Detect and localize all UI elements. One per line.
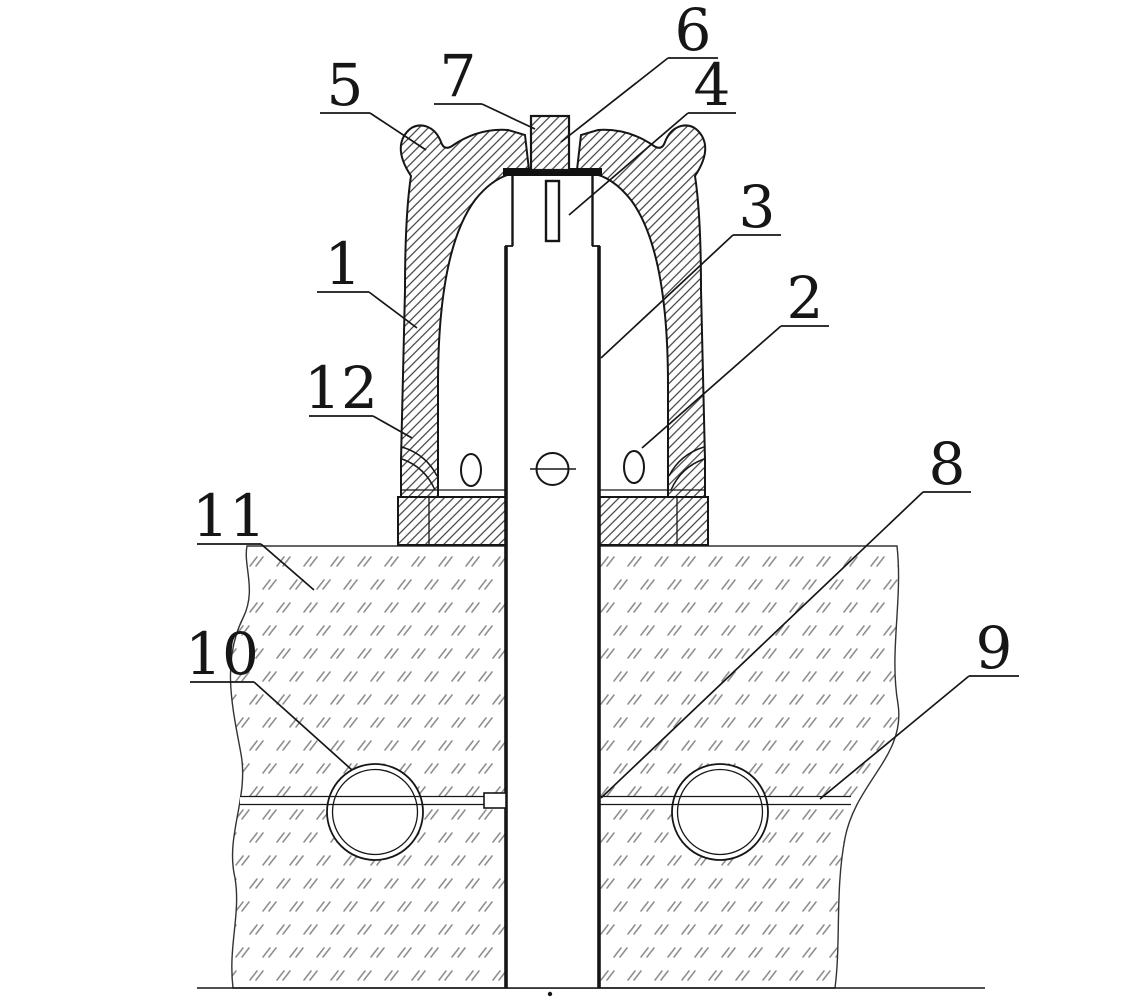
leader-line-12	[372, 415, 413, 439]
substrate-hole-left	[326, 763, 424, 861]
cap-shell-groove-right	[668, 446, 705, 491]
leader-line-8	[600, 491, 924, 799]
fastener-left	[460, 453, 482, 487]
tube-bore	[507, 176, 598, 988]
part-number-12: 12	[304, 354, 378, 422]
part-number-10: 10	[185, 620, 259, 688]
part-number-2: 2	[787, 264, 824, 332]
part-label-5: 5	[320, 51, 427, 151]
hole-right-outer-ring	[671, 763, 769, 861]
fastener-right	[623, 450, 645, 484]
leader-line-11	[260, 543, 315, 591]
leader-line-1	[368, 291, 418, 329]
part-number-1: 1	[325, 230, 362, 298]
part-number-6: 6	[675, 0, 712, 64]
part-label-3: 3	[600, 173, 781, 359]
part-number-9: 9	[976, 614, 1013, 682]
leader-line-4	[568, 112, 689, 216]
tube-top-plate	[503, 168, 602, 176]
inner-pin	[544, 179, 561, 243]
part-label-1: 1	[317, 230, 418, 329]
top-plug-hatch	[529, 114, 571, 172]
part-label-6: 6	[560, 0, 718, 143]
part-label-7: 7	[434, 42, 536, 130]
hole-right-inner-ring	[676, 768, 764, 856]
part-label-4: 4	[568, 51, 736, 216]
part-label-2: 2	[641, 264, 829, 449]
tube-side-fitting	[483, 792, 507, 809]
part-number-3: 3	[739, 173, 776, 241]
cap-shell-groove-left	[401, 446, 438, 491]
part-number-5: 5	[327, 51, 364, 119]
bottom-center-mark	[547, 991, 553, 997]
part-label-8: 8	[600, 430, 971, 799]
leader-line-7	[481, 103, 536, 130]
substrate-layer-lines	[240, 795, 851, 806]
leader-line-10	[253, 681, 353, 771]
top-plug	[529, 114, 571, 172]
part-labels: 1 2 3 4 5 6 7	[185, 0, 1019, 800]
part-number-4: 4	[694, 51, 731, 119]
part-number-7: 7	[440, 42, 477, 110]
part-label-11: 11	[192, 482, 315, 591]
part-label-9: 9	[819, 614, 1019, 800]
leader-line-6	[560, 57, 669, 143]
fasteners	[460, 450, 645, 487]
part-label-12: 12	[304, 354, 413, 439]
hole-left-inner-ring	[331, 768, 419, 856]
leader-line-3	[600, 234, 734, 359]
hole-left-outer-ring	[326, 763, 424, 861]
leader-line-2	[641, 325, 782, 449]
part-number-8: 8	[929, 430, 966, 498]
leader-line-5	[369, 112, 427, 151]
substrate-hole-right	[671, 763, 769, 861]
part-label-10: 10	[185, 620, 353, 771]
leader-line-9	[819, 675, 970, 800]
center-tube	[503, 168, 602, 988]
part-number-11: 11	[192, 482, 266, 550]
